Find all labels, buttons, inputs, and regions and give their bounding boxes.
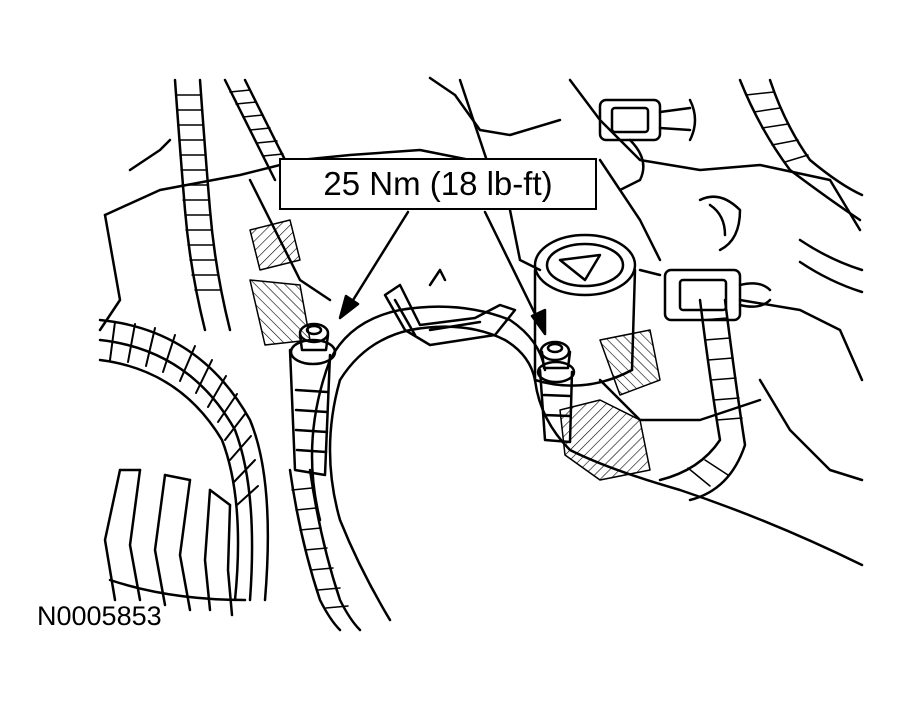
arrow-icon bbox=[338, 210, 547, 336]
bolt-icon bbox=[288, 322, 337, 477]
bolt-icon bbox=[536, 340, 576, 444]
figure-id: N0005853 bbox=[37, 601, 162, 631]
background-housings bbox=[98, 76, 864, 482]
intake-tube bbox=[310, 268, 864, 622]
wiring-harness bbox=[173, 78, 864, 632]
sensor bbox=[533, 233, 637, 387]
electrical-connectors bbox=[598, 98, 772, 322]
torque-label: 25 Nm (18 lb-ft) bbox=[323, 165, 553, 202]
fan-shroud bbox=[98, 318, 270, 617]
torque-callout: 25 Nm (18 lb-ft) bbox=[279, 158, 597, 210]
